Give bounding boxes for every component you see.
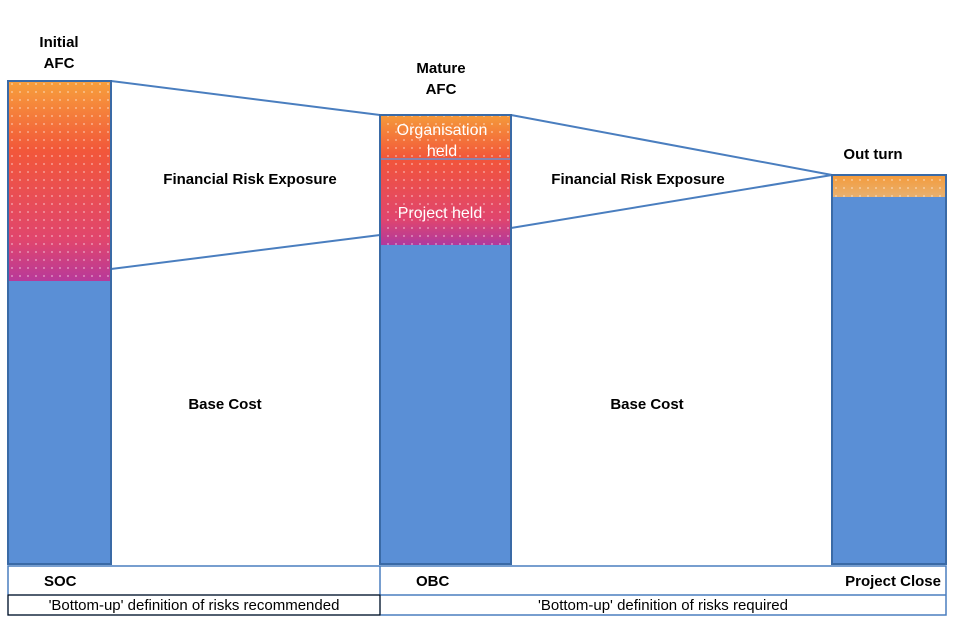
obc-top-label-line1: Mature — [416, 60, 465, 77]
obc-base-segment — [380, 245, 511, 564]
organisation-held-label-line2: held — [427, 143, 457, 160]
connector-line — [110, 80, 381, 116]
connector-line — [510, 114, 833, 176]
soc-bar — [7, 80, 112, 565]
footer-table — [7, 565, 947, 616]
stage-label-obc: OBC — [416, 573, 450, 590]
soc-top-label-line1: Initial — [39, 34, 78, 51]
obc-top-label-line2: AFC — [426, 81, 457, 98]
organisation-held-label-line1: Organisation — [397, 122, 488, 139]
footer-right-text: 'Bottom-up' definition of risks required — [538, 597, 788, 614]
connector-line — [110, 234, 381, 270]
obc-bar — [379, 114, 512, 565]
soc-base-segment — [8, 281, 111, 564]
connector-line — [510, 174, 833, 229]
soc-top-label-line2: AFC — [44, 55, 75, 72]
risk-exposure-label-left: Financial Risk Exposure — [163, 171, 336, 188]
stage-label-soc: SOC — [44, 573, 77, 590]
project-held-label: Project held — [398, 205, 483, 222]
base-cost-label-right: Base Cost — [610, 396, 683, 413]
footer-left-text: 'Bottom-up' definition of risks recommen… — [49, 597, 340, 614]
close-base-segment — [832, 197, 946, 564]
base-cost-label-left: Base Cost — [188, 396, 261, 413]
close-bar — [831, 174, 947, 565]
close-top-label: Out turn — [843, 146, 902, 163]
risk-exposure-label-right: Financial Risk Exposure — [551, 171, 724, 188]
stage-label-close: Project Close — [845, 573, 941, 590]
